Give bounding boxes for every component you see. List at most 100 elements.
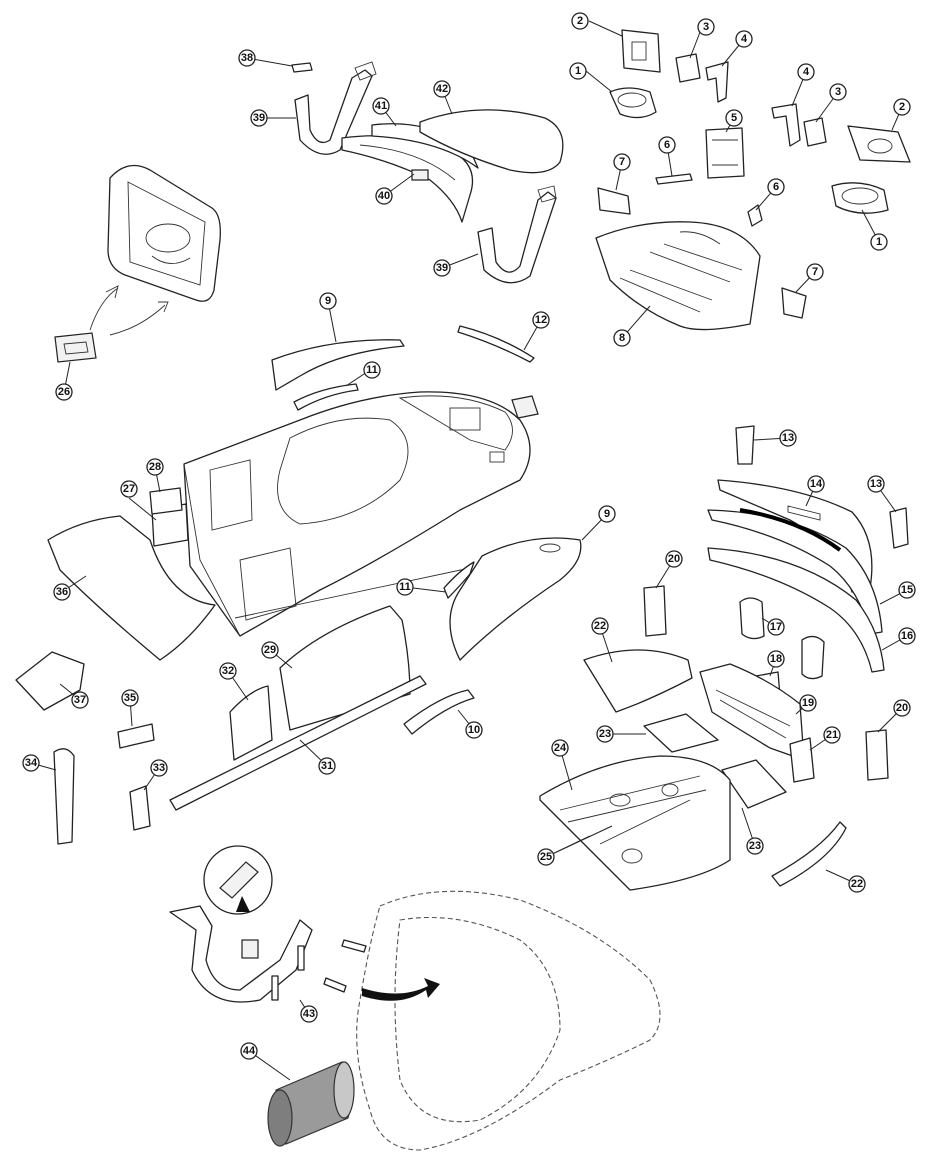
bracket-20-left: [643, 585, 667, 637]
callout-34: 34: [22, 754, 40, 772]
cross-member-19: [699, 663, 805, 761]
svg-text:15: 15: [901, 584, 913, 596]
fitting-arrow: [362, 978, 440, 1001]
svg-text:39: 39: [253, 112, 265, 124]
callout-39b: 39: [433, 259, 451, 277]
callout-35: 35: [121, 689, 139, 707]
callout-8: 8: [613, 329, 631, 347]
sill-strip-31: [169, 675, 427, 811]
svg-text:21: 21: [826, 729, 838, 741]
headlamp-bowl-left: [609, 87, 657, 119]
bracket-7-right: [781, 287, 807, 319]
callout-14: 14: [807, 475, 825, 493]
lamp-plate-17-b: [801, 635, 825, 680]
callout-6a: 6: [658, 136, 676, 154]
callout-21: 21: [823, 726, 841, 744]
trim-strip-11-top: [293, 383, 359, 411]
bracket-21: [789, 737, 815, 783]
boot-lid-reinforcement: [54, 332, 97, 363]
door-panel-29: [279, 605, 411, 731]
callout-43: 43: [300, 1005, 318, 1023]
callout-40: 40: [375, 187, 393, 205]
boot-lid-skin-42: [419, 109, 564, 174]
svg-text:26: 26: [58, 386, 70, 398]
trim-strip-11-side: [443, 561, 475, 599]
svg-text:33: 33: [153, 762, 165, 774]
callout-31: 31: [318, 757, 336, 775]
bracket-20-right: [865, 729, 889, 781]
callout-19: 19: [799, 694, 817, 712]
callout-38: 38: [238, 49, 256, 67]
callout-5: 5: [725, 109, 743, 127]
svg-text:22: 22: [594, 620, 606, 632]
svg-text:41: 41: [375, 100, 387, 112]
bracket-13-top: [735, 425, 755, 465]
bracket-3-right: [803, 117, 827, 147]
front-wing-9: [449, 537, 582, 661]
callout-32: 32: [219, 662, 237, 680]
svg-text:11: 11: [366, 364, 378, 376]
svg-text:40: 40: [378, 190, 390, 202]
callout-44: 44: [240, 1042, 258, 1060]
svg-text:16: 16: [901, 630, 913, 642]
bracket-4-left: [705, 61, 729, 103]
boot-hinge-lower: [477, 185, 557, 284]
svg-text:32: 32: [222, 665, 234, 677]
svg-text:39: 39: [436, 262, 448, 274]
callout-11b: 11: [396, 578, 414, 596]
svg-text:35: 35: [124, 692, 136, 704]
svg-text:31: 31: [321, 760, 333, 772]
svg-text:13: 13: [782, 432, 794, 444]
callout-9a: 9: [319, 292, 337, 310]
callout-28: 28: [146, 458, 164, 476]
callout-41: 41: [372, 97, 390, 115]
svg-text:23: 23: [599, 728, 611, 740]
svg-text:3: 3: [703, 21, 709, 33]
hinge-detail-inset: [203, 845, 273, 915]
callout-7b: 7: [806, 263, 824, 281]
svg-text:42: 42: [436, 83, 448, 95]
svg-text:5: 5: [731, 112, 737, 124]
svg-text:43: 43: [303, 1008, 315, 1020]
mounting-plate-left: [621, 29, 661, 73]
svg-text:19: 19: [802, 697, 814, 709]
svg-text:1: 1: [876, 236, 882, 248]
svg-text:44: 44: [243, 1045, 256, 1057]
bracket-5: [705, 127, 745, 179]
callout-18: 18: [767, 650, 785, 668]
rear-corner-37: [15, 651, 85, 711]
boot-lid-panel: [89, 164, 221, 336]
callout-12: 12: [532, 311, 550, 329]
bush-sleeve-44: [267, 1061, 355, 1147]
svg-text:24: 24: [554, 742, 567, 754]
callout-13b: 13: [867, 475, 885, 493]
boot-hinge-upper: [294, 61, 377, 155]
svg-text:38: 38: [241, 52, 253, 64]
svg-text:14: 14: [810, 478, 823, 490]
bolts-43: [271, 939, 367, 1001]
svg-text:23: 23: [749, 840, 761, 852]
svg-text:37: 37: [74, 694, 86, 706]
svg-text:1: 1: [575, 65, 581, 77]
front-valance-10: [403, 689, 475, 735]
svg-text:27: 27: [123, 483, 135, 495]
callout-20a: 20: [665, 550, 683, 568]
main-body-shell: [183, 391, 531, 637]
svg-text:2: 2: [577, 15, 583, 27]
panel-22-lower: [771, 821, 847, 887]
callout-3a: 3: [697, 18, 715, 36]
pad-23-right: [721, 759, 787, 809]
svg-text:9: 9: [604, 508, 610, 520]
svg-text:17: 17: [770, 621, 782, 633]
bracket-7-left: [597, 187, 631, 215]
svg-text:34: 34: [25, 757, 38, 769]
svg-text:2: 2: [899, 101, 905, 113]
callout-2b: 2: [893, 98, 911, 116]
svg-text:7: 7: [619, 156, 625, 168]
front-floor-24: [539, 755, 731, 891]
callout-1b: 1: [870, 233, 888, 251]
bracket-6-left: [655, 173, 693, 185]
sill-panel-32: [229, 685, 273, 761]
seal-strip-15: [707, 508, 883, 635]
